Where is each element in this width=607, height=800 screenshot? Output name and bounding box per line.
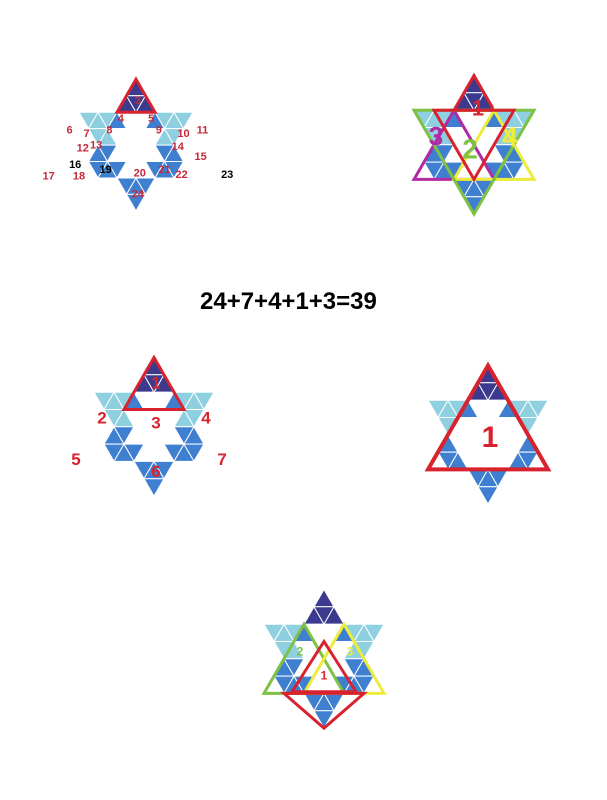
number-label-4: 4 (201, 408, 211, 427)
number-label: 8 (106, 125, 112, 137)
number-label-2: 2 (297, 644, 304, 658)
number-label: 10 (177, 128, 189, 140)
number-label-3: 3 (429, 121, 443, 151)
number-label: 22 (175, 169, 187, 181)
number-label: 23 (221, 169, 233, 181)
star-figure-5-triangles: 1 2 3 (264, 590, 384, 729)
number-label: 9 (156, 125, 162, 137)
number-label-3: 3 (151, 414, 160, 433)
number-label: 13 (90, 139, 102, 151)
star-cell (478, 487, 498, 504)
number-label-1: 1 (321, 669, 328, 683)
number-label: 19 (99, 164, 111, 176)
equation-text: 24+7+4+1+3=39 (200, 288, 377, 316)
number-label-4: 4 (502, 122, 518, 153)
number-label-3: 3 (347, 644, 354, 658)
star-figure-2-overlapping-triangles: 1 23 4 (414, 76, 534, 215)
number-label: 21 (158, 164, 170, 176)
number-label: 24 (132, 189, 145, 201)
number-label: 3 (135, 95, 141, 107)
number-label-1: 1 (482, 421, 499, 454)
number-label-6: 6 (151, 462, 160, 481)
number-label-2: 2 (462, 134, 478, 165)
number-label: 4 (118, 113, 125, 125)
number-label: 18 (73, 171, 85, 183)
star-figure-4-large-triangle: 1 (428, 366, 548, 505)
number-label-7: 7 (217, 450, 226, 469)
number-label: 15 (194, 151, 206, 163)
number-label: 14 (172, 141, 185, 153)
number-label-5: 5 (71, 450, 80, 469)
number-label: 7 (84, 128, 90, 140)
star-cell (314, 711, 334, 728)
number-label: 20 (134, 167, 146, 179)
number-label: 12 (77, 143, 89, 155)
number-label-1: 1 (151, 374, 160, 393)
number-label: 5 (148, 113, 154, 125)
star-cell (314, 590, 334, 607)
star-figure-3-medium-triangles: 1 2 3 4 5 6 7 (71, 358, 226, 497)
number-label-2: 2 (97, 408, 106, 427)
star-cell (144, 479, 164, 496)
number-label: 17 (42, 171, 54, 183)
number-label-1: 1 (472, 95, 484, 120)
number-label: 16 (69, 159, 81, 171)
number-label: 6 (66, 125, 72, 137)
number-label: 11 (197, 125, 209, 137)
